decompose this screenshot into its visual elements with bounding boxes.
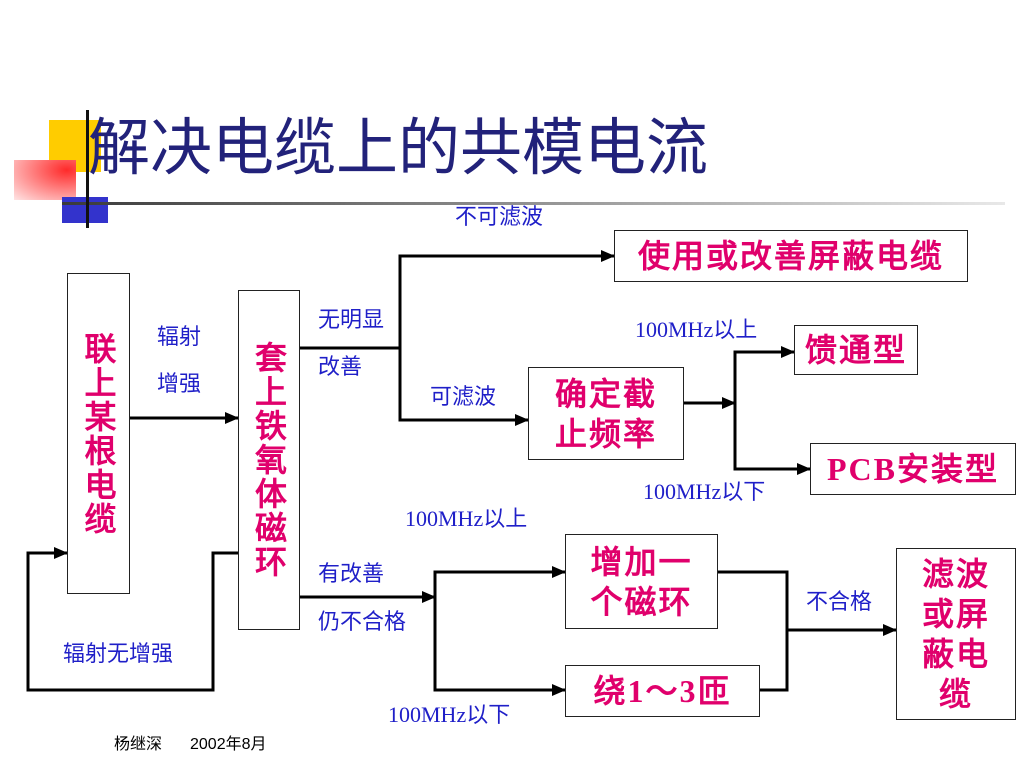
title-decor-red-gradient-block — [14, 160, 76, 200]
node-cutoff-frequency-line1: 确定截 — [554, 375, 657, 412]
node-pcb-mount-type-text: PCB安装型 — [826, 451, 999, 487]
node-attach-to-cable: 联上某根电缆 — [67, 273, 130, 594]
node-filter-or-shield-line3: 蔽电 — [921, 636, 990, 672]
node-filter-or-shield-line2: 或屏 — [921, 596, 990, 632]
edge-label-fail: 不合格 — [806, 589, 873, 614]
edge-label-no-improvement-line1: 无明显 — [318, 307, 385, 332]
node-add-another-ring-line1: 增加一 — [590, 543, 693, 580]
node-cutoff-frequency: 确定截 止频率 — [528, 367, 684, 460]
node-wind-turns-text: 绕1～3匝 — [593, 673, 732, 709]
title-underline — [62, 202, 1005, 205]
edge-label-below-100mhz-pcb: 100MHz以下 — [643, 479, 766, 504]
edge-label-above-100mhz-ring: 100MHz以上 — [405, 506, 528, 531]
node-filter-or-shield-cable: 滤波 或屏 蔽电 缆 — [896, 548, 1016, 720]
node-wind-turns: 绕1～3匝 — [565, 665, 760, 717]
node-shielded-cable-text: 使用或改善屏蔽电缆 — [637, 238, 944, 274]
node-filter-or-shield-line1: 滤波 — [921, 556, 990, 592]
edge-label-radiation-increased-line2: 增强 — [157, 371, 202, 396]
node-attach-to-cable-text: 联上某根电缆 — [80, 331, 117, 536]
edge-label-radiation-not-increased: 辐射无增强 — [63, 641, 174, 666]
edge-loop-back-to-cable — [26, 547, 238, 692]
node-add-ferrite-ring-text: 套上铁氧体磁环 — [251, 341, 287, 579]
edge-label-below-100mhz-turns: 100MHz以下 — [388, 702, 511, 727]
node-shielded-cable: 使用或改善屏蔽电缆 — [614, 230, 968, 282]
footer-date: 2002年8月 — [190, 736, 267, 753]
footer-author: 杨继深 — [114, 736, 163, 753]
node-add-another-ring: 增加一 个磁环 — [565, 534, 718, 629]
edge-label-above-100mhz-feedthrough: 100MHz以上 — [635, 317, 758, 342]
node-feedthrough-type-text: 馈通型 — [804, 332, 907, 368]
edge-label-improved-line1: 有改善 — [318, 561, 385, 586]
edge-label-not-filterable: 不可滤波 — [455, 204, 544, 229]
node-pcb-mount-type: PCB安装型 — [810, 443, 1016, 495]
slide-title: 解决电缆上的共模电流 — [88, 115, 709, 183]
edge-label-improved-line2: 仍不合格 — [318, 609, 407, 634]
edge-label-filterable: 可滤波 — [430, 384, 497, 409]
title-decor-vertical-line — [86, 110, 89, 228]
node-feedthrough-type: 馈通型 — [794, 325, 918, 375]
node-add-ferrite-ring: 套上铁氧体磁环 — [238, 290, 300, 630]
edge-label-no-improvement-line2: 改善 — [318, 354, 363, 379]
node-filter-or-shield-line4: 缆 — [938, 676, 973, 712]
edge-label-radiation-increased-line1: 辐射 — [157, 324, 202, 349]
node-add-another-ring-line2: 个磁环 — [590, 583, 693, 620]
node-cutoff-frequency-line2: 止频率 — [554, 415, 657, 452]
title-decor-blue-block — [62, 197, 108, 223]
